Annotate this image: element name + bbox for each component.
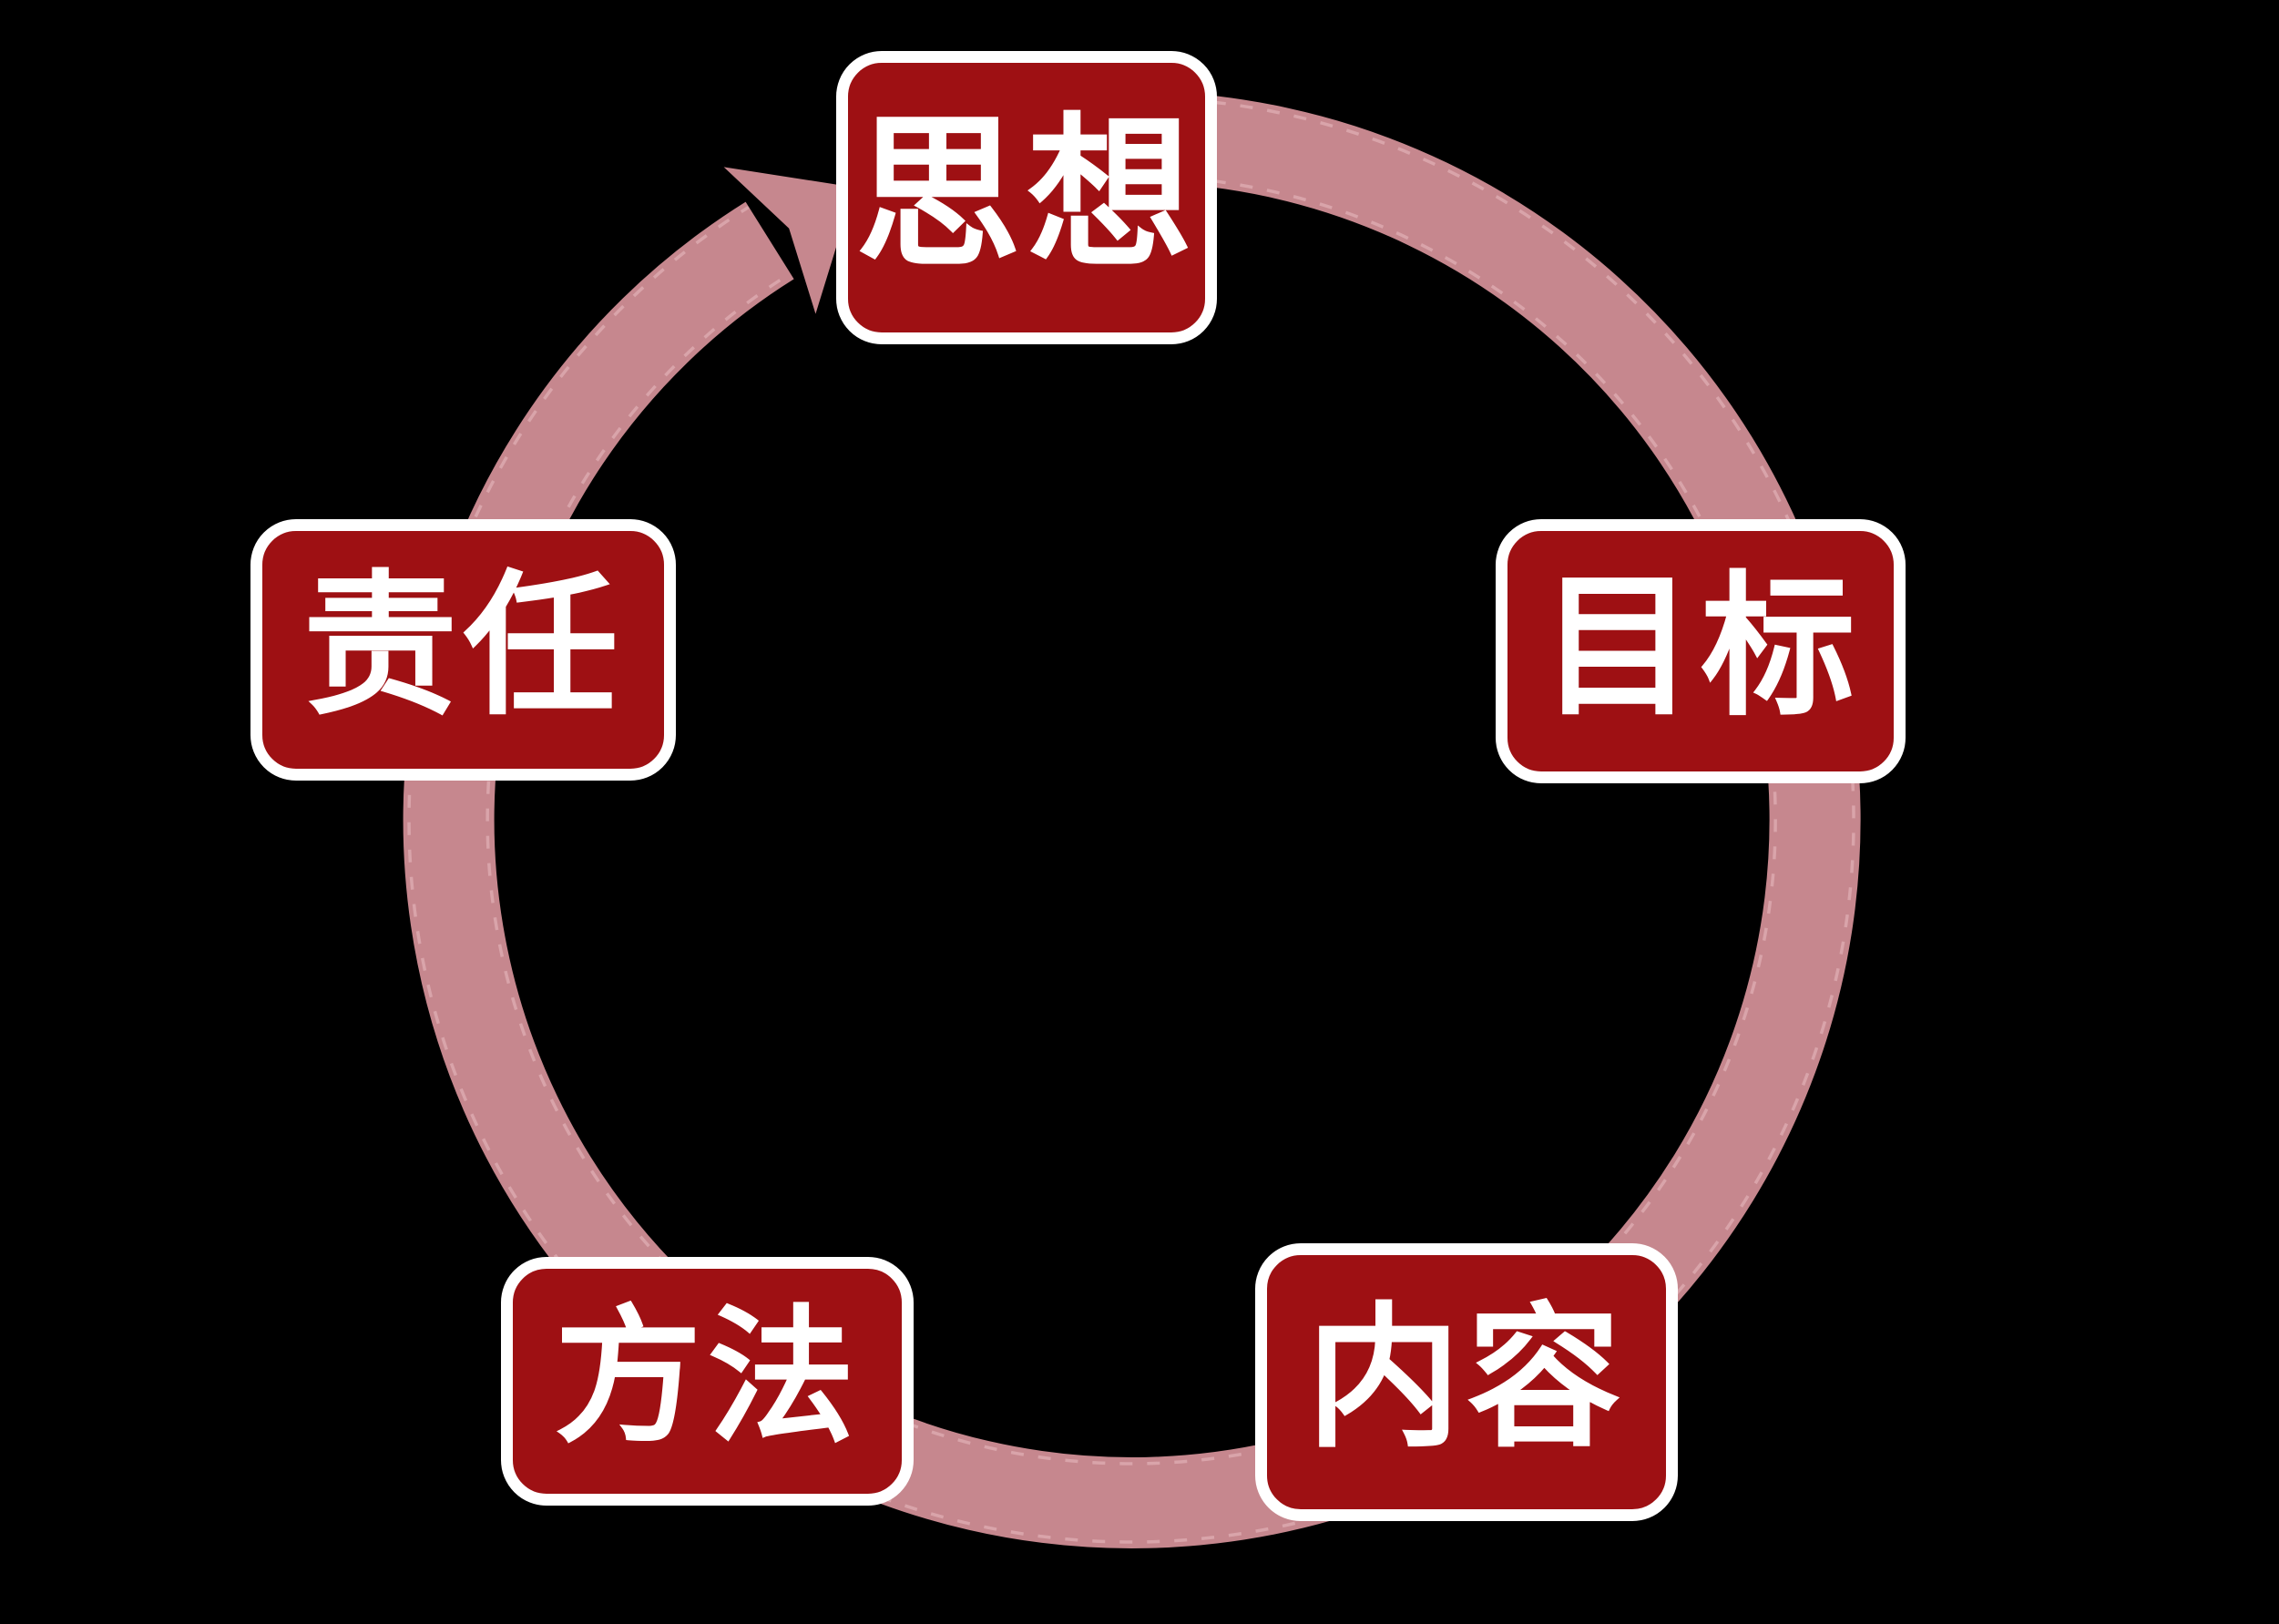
node-content: 内容 bbox=[1255, 1243, 1678, 1521]
node-ideology-label: 思想 bbox=[855, 101, 1198, 287]
node-content-label: 内容 bbox=[1305, 1292, 1627, 1466]
node-goal-label: 目标 bbox=[1539, 561, 1861, 734]
ring-arrowhead-icon bbox=[723, 167, 855, 314]
node-responsibility: 责任 bbox=[250, 519, 676, 781]
node-method: 方法 bbox=[501, 1257, 914, 1506]
node-goal: 目标 bbox=[1496, 519, 1906, 783]
node-responsibility-label: 责任 bbox=[302, 559, 624, 733]
node-ideology: 思想 bbox=[836, 51, 1217, 344]
node-method-label: 方法 bbox=[554, 1294, 861, 1460]
